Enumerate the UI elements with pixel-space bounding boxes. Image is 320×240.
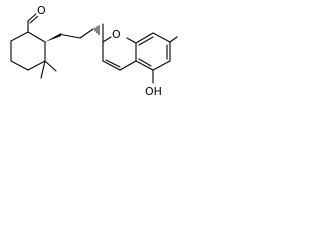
double-bond-line — [138, 36, 154, 46]
structure-canvas: O O — [0, 0, 178, 119]
bond — [10, 60, 29, 71]
bond — [40, 60, 46, 79]
aldehyde-oxygen-label: O — [37, 4, 46, 17]
bond — [27, 31, 46, 43]
bond — [126, 37, 137, 44]
aldehyde-group: O — [27, 4, 46, 33]
aryl-methyl-bond — [169, 36, 178, 43]
bond — [10, 31, 29, 42]
benzene-ring — [135, 32, 171, 71]
double-bond-line — [29, 15, 39, 24]
hashed-bond — [92, 25, 100, 35]
bond — [27, 60, 46, 71]
cyclohexane-ring — [10, 31, 46, 71]
pyran-ring: O — [102, 23, 137, 71]
wedge-bond — [45, 33, 61, 42]
chemical-structure-diagram: O O — [10, 4, 178, 98]
bond — [79, 28, 94, 39]
bond — [135, 60, 154, 71]
hydroxyl-label: OH — [145, 85, 162, 98]
ring-oxygen-label: O — [112, 28, 121, 41]
bond — [27, 13, 37, 22]
gem-dimethyl — [40, 60, 57, 79]
bond — [119, 60, 137, 71]
ethylene-chain — [60, 28, 94, 39]
bond — [152, 60, 171, 71]
bond — [135, 32, 154, 44]
bond — [102, 60, 121, 71]
bond — [60, 33, 81, 39]
double-bond-line — [138, 58, 152, 67]
bond — [152, 32, 171, 43]
hydroxyl-group: OH — [145, 69, 162, 98]
double-bond-line — [105, 59, 121, 68]
bond — [44, 60, 57, 72]
bond — [102, 36, 112, 43]
